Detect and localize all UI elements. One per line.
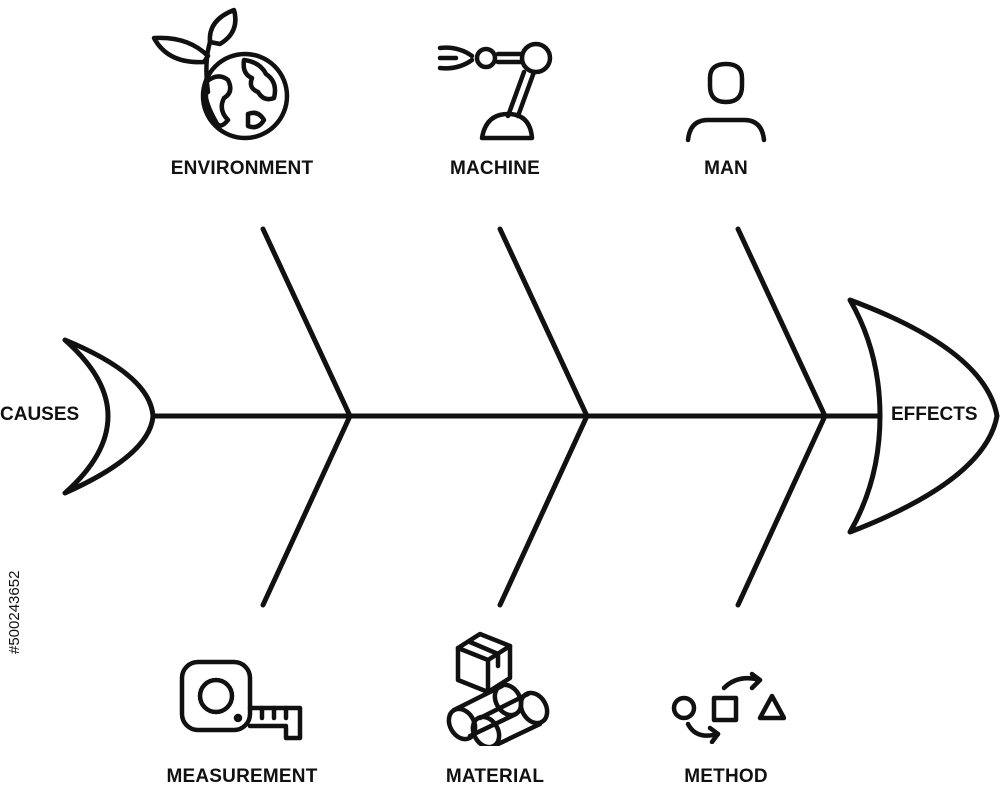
label-causes: CAUSES	[0, 404, 80, 425]
label-machine: MACHINE	[449, 158, 541, 179]
shapes-process-icon	[671, 671, 786, 744]
label-material: MATERIAL	[445, 766, 545, 787]
stock-id-label: #500243652	[6, 570, 23, 654]
label-man: MAN	[704, 158, 748, 179]
bone-measurement	[260, 413, 353, 608]
fish-tail	[62, 337, 156, 496]
plant-globe-icon	[151, 7, 290, 141]
bone-method	[735, 413, 828, 608]
fish-head	[847, 297, 1000, 535]
person-icon	[685, 61, 767, 143]
bone-material	[497, 413, 590, 608]
bone-man	[735, 226, 828, 419]
label-effects: EFFECTS	[891, 404, 978, 425]
bone-machine	[497, 226, 590, 419]
tape-measure-icon	[179, 659, 303, 741]
label-method: METHOD	[684, 766, 768, 787]
box-pipes-icon	[446, 631, 550, 746]
label-environment: ENVIRONMENT	[170, 158, 314, 179]
robot-arm-icon	[437, 41, 553, 141]
label-measurement: MEASUREMENT	[166, 766, 318, 787]
bone-environment	[260, 226, 353, 419]
